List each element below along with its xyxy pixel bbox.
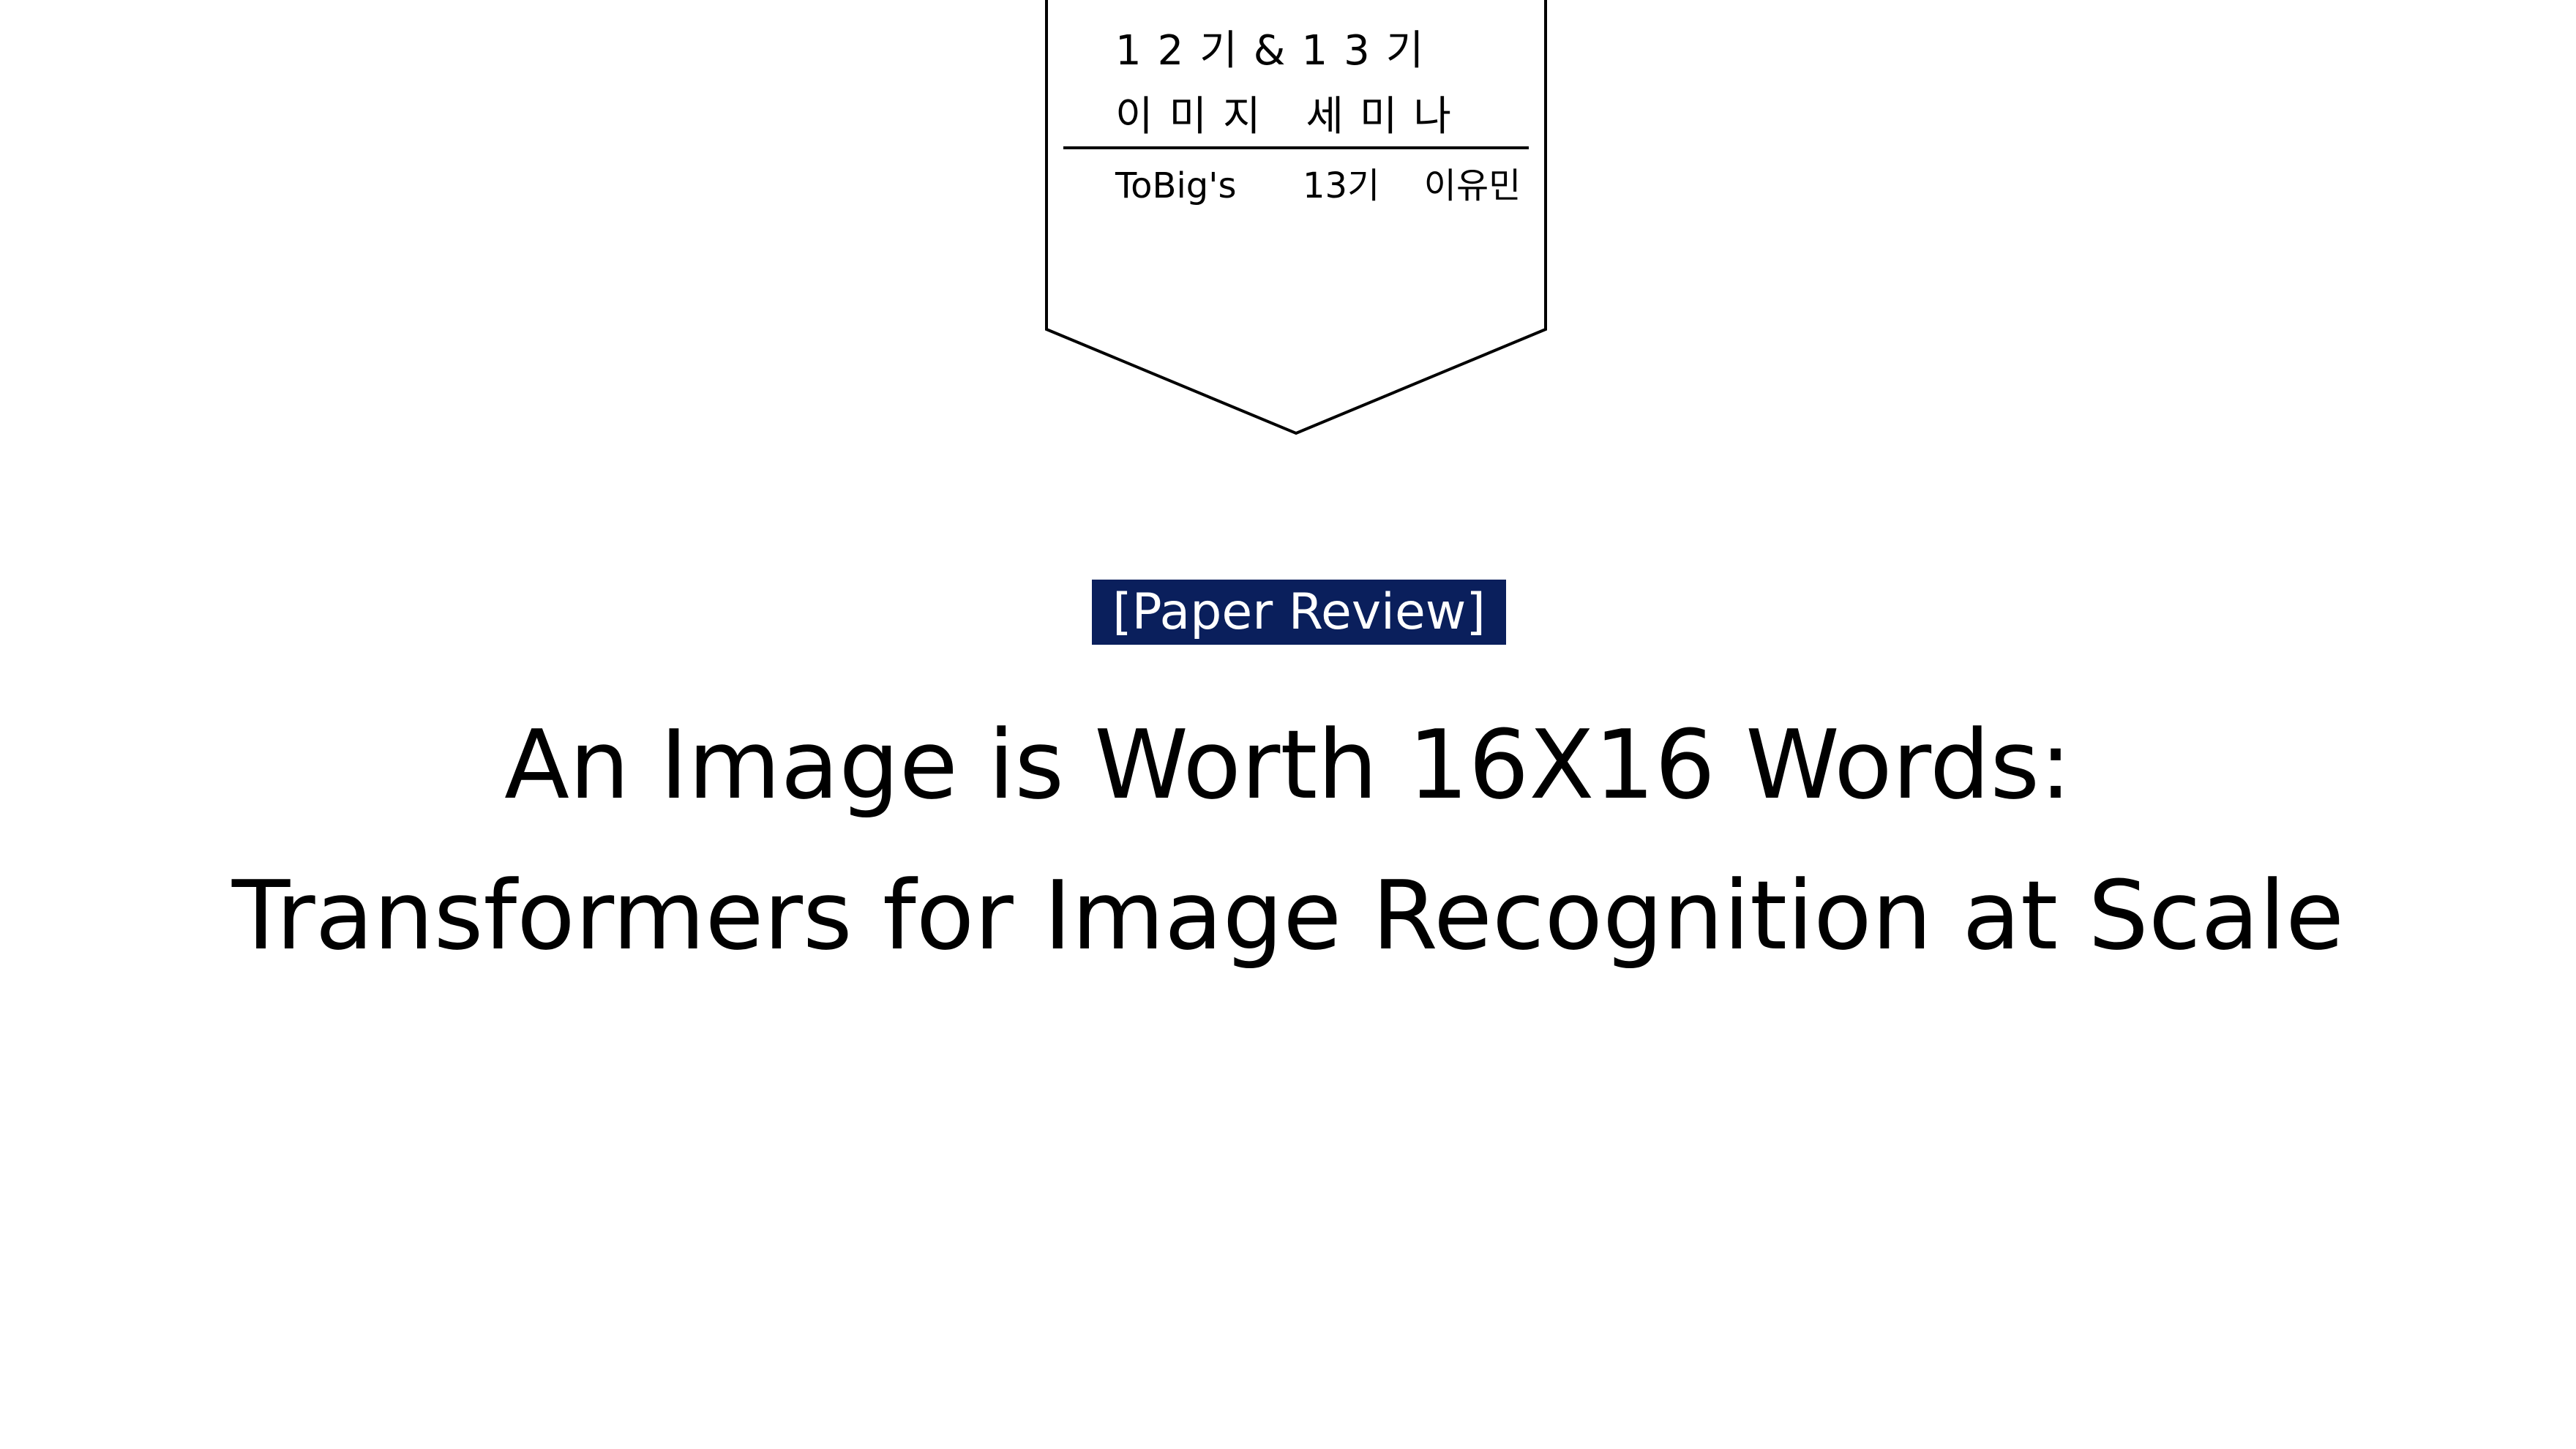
seminar-title: 이미지 세미나 [1115, 93, 1467, 141]
presenter: ToBig's 13기 이유민 [1115, 168, 1521, 203]
presenter-cohort: 13기 [1303, 165, 1380, 206]
paper-review-badge: [Paper Review] [1092, 580, 1506, 645]
seminar-cohorts: 12기&13기 [1115, 27, 1440, 75]
presenter-org: ToBig's [1115, 165, 1237, 206]
pennant-outline-shape [1045, 0, 1547, 435]
paper-title-line-2: Transformers for Image Recognition at Sc… [231, 860, 2345, 971]
seminar-pennant: 12기&13기 이미지 세미나 ToBig's 13기 이유민 [1045, 0, 1547, 435]
paper-title-line-1: An Image is Worth 16X16 Words: [504, 709, 2072, 820]
presenter-name: 이유민 [1423, 165, 1521, 206]
pennant-divider [1063, 146, 1529, 149]
